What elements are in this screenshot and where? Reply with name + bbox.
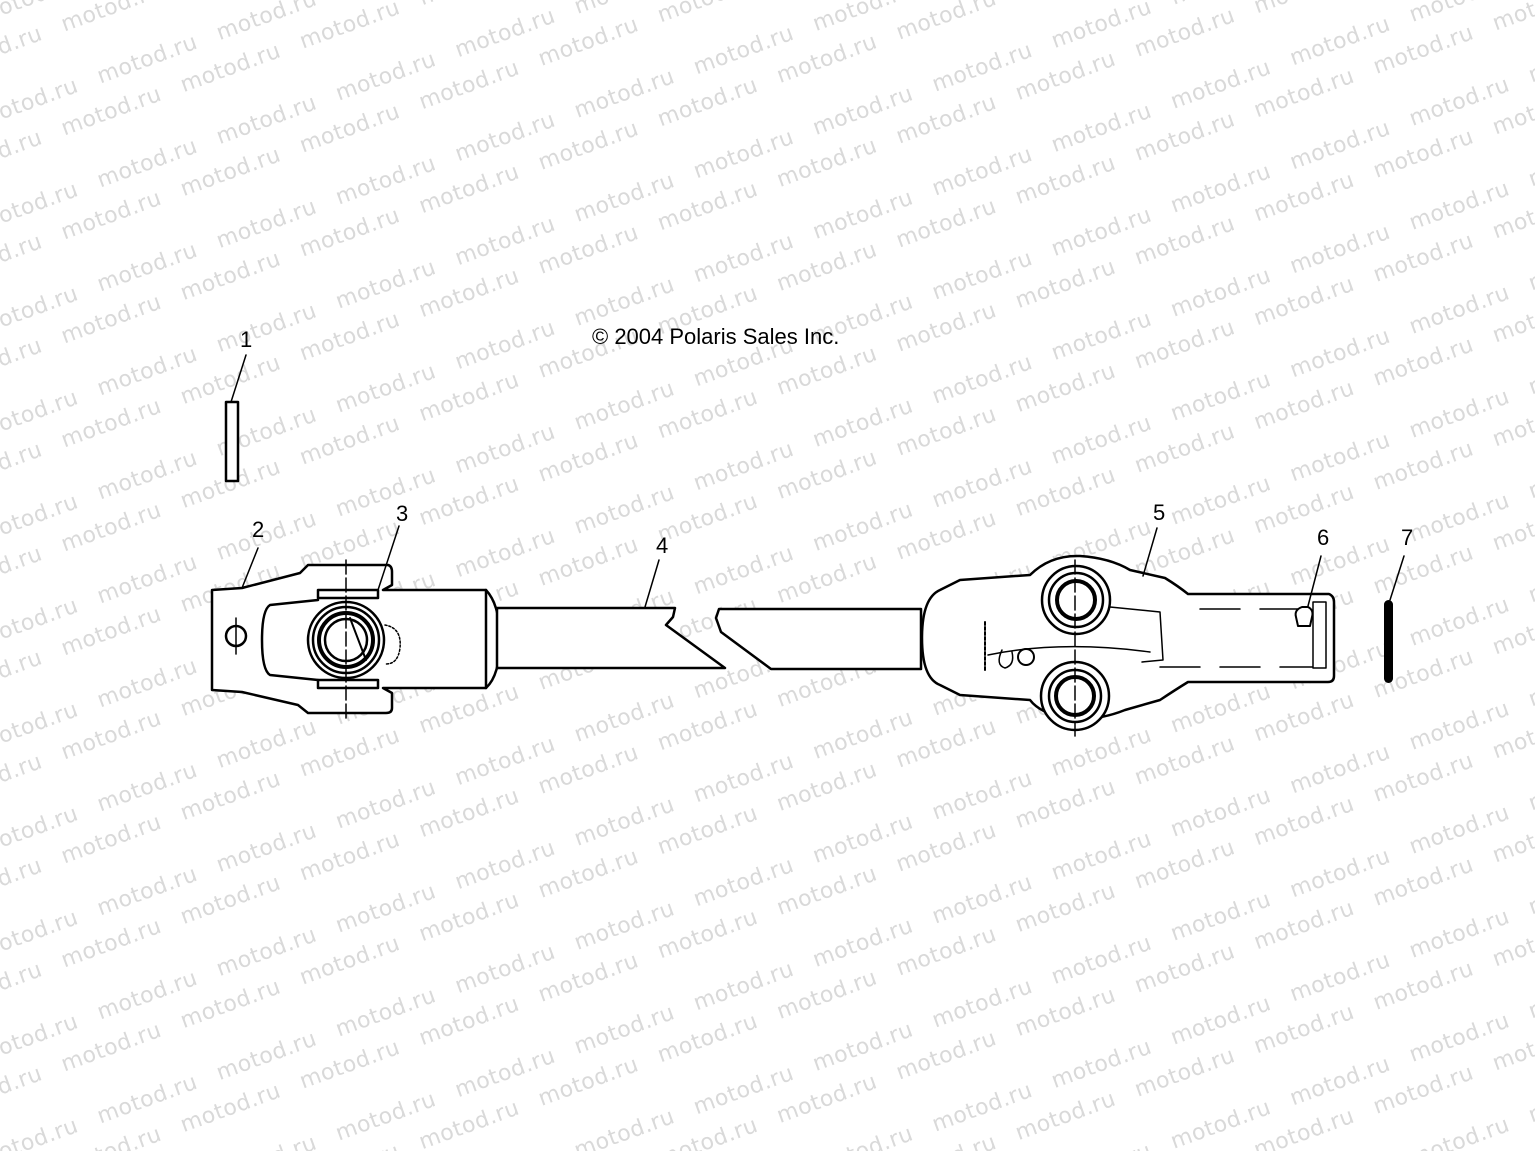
callout-4: 4 — [656, 533, 669, 558]
part-3-cross-bearing — [306, 525, 401, 721]
callout-2: 2 — [252, 517, 265, 542]
callout-6: 6 — [1317, 525, 1330, 550]
callout-7: 7 — [1401, 525, 1414, 550]
part-6-grease-fitting — [1294, 555, 1327, 669]
part-4-shaft-tube — [495, 559, 923, 671]
part-1-pin — [224, 354, 247, 483]
callout-5: 5 — [1153, 500, 1166, 525]
callout-3: 3 — [396, 501, 409, 526]
copyright-notice: © 2004 Polaris Sales Inc. — [592, 324, 840, 349]
part-5-rear-yoke — [920, 527, 1336, 741]
callout-1: 1 — [240, 327, 253, 352]
part-7-roll-pin — [1384, 555, 1405, 683]
